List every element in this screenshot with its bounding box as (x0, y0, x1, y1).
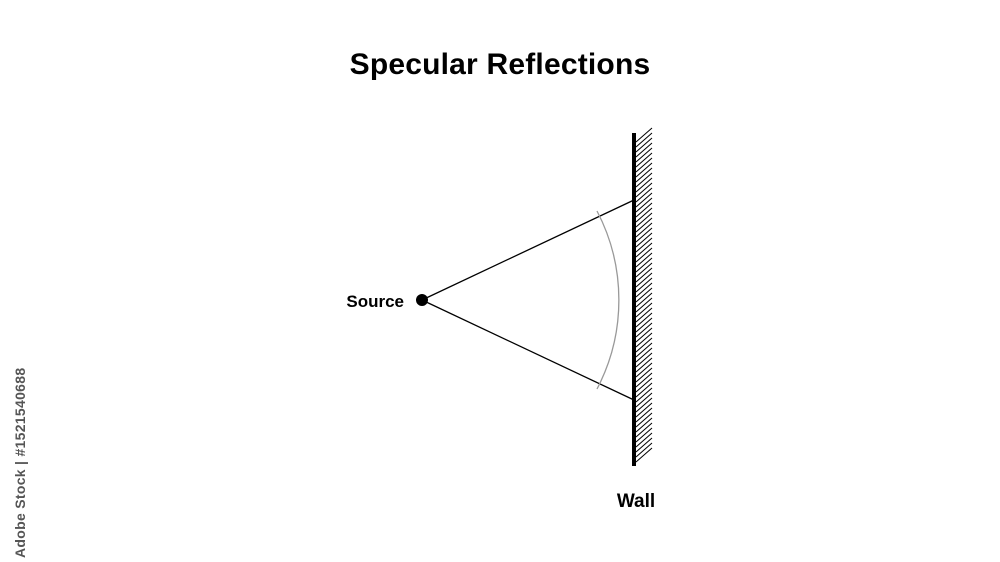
hatch-stroke (635, 442, 653, 458)
hatch-stroke (635, 142, 653, 158)
hatch-stroke (635, 172, 653, 188)
hatch-stroke (635, 157, 653, 173)
hatch-stroke (635, 187, 653, 203)
hatch-stroke (635, 337, 653, 353)
hatch-stroke (635, 227, 653, 243)
hatch-stroke (635, 297, 653, 313)
lower-ray (421, 299, 635, 401)
hatch-stroke (635, 267, 653, 283)
hatch-stroke (635, 257, 653, 273)
hatch-stroke (635, 422, 653, 438)
hatch-stroke (635, 312, 653, 328)
hatch-stroke (635, 362, 653, 378)
source-label: Source (346, 292, 404, 311)
hatch-stroke (635, 382, 653, 398)
hatch-stroke (635, 412, 653, 428)
hatch-stroke (635, 352, 653, 368)
wall-hatching (635, 127, 653, 463)
wall-label: Wall (617, 491, 655, 512)
hatch-stroke (635, 407, 653, 423)
hatch-stroke (635, 207, 653, 223)
hatch-stroke (635, 357, 653, 373)
hatch-stroke (635, 397, 653, 413)
hatch-stroke (635, 192, 653, 208)
hatch-stroke (635, 232, 653, 248)
hatch-stroke (635, 317, 653, 333)
hatch-stroke (635, 427, 653, 443)
hatch-stroke (635, 347, 653, 363)
hatch-stroke (635, 322, 653, 338)
hatch-stroke (635, 372, 653, 388)
hatch-stroke (635, 147, 653, 163)
hatch-stroke (635, 282, 653, 298)
hatch-stroke (635, 287, 653, 303)
hatch-stroke (635, 132, 653, 148)
hatch-stroke (635, 387, 653, 403)
watermark-stock-id: Adobe Stock | #1521540688 (12, 367, 28, 558)
hatch-stroke (635, 127, 653, 143)
hatch-stroke (635, 162, 653, 178)
hatch-stroke (635, 417, 653, 433)
hatch-stroke (635, 402, 653, 418)
hatch-stroke (635, 377, 653, 393)
hatch-stroke (635, 277, 653, 293)
hatch-stroke (635, 182, 653, 198)
hatch-stroke (635, 342, 653, 358)
upper-ray (421, 199, 635, 301)
hatch-stroke (635, 177, 653, 193)
hatch-stroke (635, 237, 653, 253)
hatch-stroke (635, 197, 653, 213)
source-point (416, 294, 428, 306)
hatch-stroke (635, 167, 653, 183)
hatch-stroke (635, 247, 653, 263)
hatch-stroke (635, 272, 653, 288)
hatch-stroke (635, 212, 653, 228)
hatch-stroke (635, 327, 653, 343)
hatch-stroke (635, 137, 653, 153)
hatch-stroke (635, 152, 653, 168)
hatch-stroke (635, 332, 653, 348)
hatch-stroke (635, 302, 653, 318)
hatch-stroke (635, 447, 653, 463)
hatch-stroke (635, 437, 653, 453)
wavefront-arc (596, 210, 620, 390)
hatch-stroke (635, 367, 653, 383)
hatch-stroke (635, 392, 653, 408)
hatch-stroke (635, 432, 653, 448)
hatch-stroke (635, 202, 653, 218)
hatch-stroke (635, 217, 653, 233)
hatch-stroke (635, 252, 653, 268)
hatch-stroke (635, 307, 653, 323)
hatch-stroke (635, 222, 653, 238)
page-title: Specular Reflections (349, 48, 651, 81)
hatch-stroke (635, 262, 653, 278)
hatch-stroke (635, 292, 653, 308)
hatch-stroke (635, 242, 653, 258)
